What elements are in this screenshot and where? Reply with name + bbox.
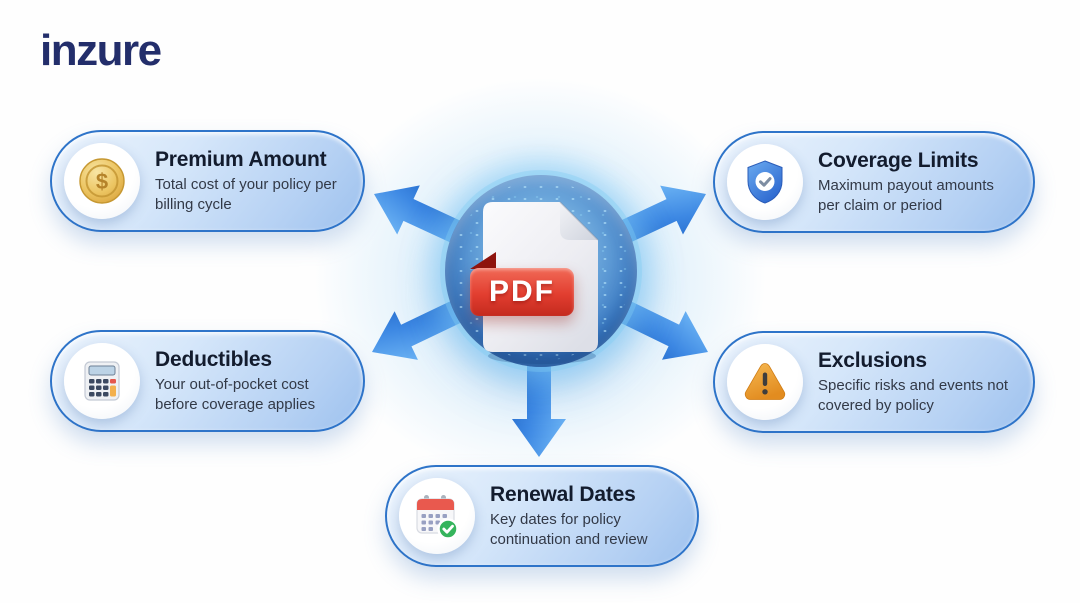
pdf-document-icon: PDF: [470, 196, 620, 366]
card-title: Exclusions: [818, 349, 927, 373]
card-exclusions: Exclusions Specific risks and events not…: [713, 331, 1035, 433]
card-text: Renewal Dates Key dates for policy conti…: [490, 483, 681, 548]
card-title: Renewal Dates: [490, 483, 636, 507]
icon-badge: $: [64, 143, 140, 219]
icon-badge: [64, 343, 140, 419]
card-text: Exclusions Specific risks and events not…: [818, 349, 1017, 414]
card-description: Specific risks and events not covered by…: [818, 377, 1009, 414]
card-title: Coverage Limits: [818, 149, 979, 173]
card-premium-amount: $ Premium Amount Total cost of your poli…: [50, 130, 365, 232]
icon-badge: [727, 344, 803, 420]
icon-badge: [727, 144, 803, 220]
brand-logo: inzure: [40, 26, 162, 75]
pdf-ribbon: PDF: [470, 268, 574, 316]
card-text: Coverage Limits Maximum payout amounts p…: [818, 149, 1017, 214]
card-text: Premium Amount Total cost of your policy…: [155, 148, 347, 213]
card-description: Total cost of your policy per billing cy…: [155, 176, 337, 213]
calculator-icon: [84, 361, 120, 401]
calendar-check-icon: [416, 495, 459, 540]
icon-badge: [399, 478, 475, 554]
dollar-coin-icon: $: [79, 158, 125, 204]
warning-triangle-icon: [744, 363, 786, 400]
card-description: Your out-of-pocket cost before coverage …: [155, 376, 316, 413]
card-title: Premium Amount: [155, 148, 327, 172]
card-description: Key dates for policy continuation and re…: [490, 511, 648, 548]
svg-text:$: $: [96, 169, 108, 194]
card-renewal-dates: Renewal Dates Key dates for policy conti…: [385, 465, 699, 567]
card-title: Deductibles: [155, 348, 272, 372]
card-text: Deductibles Your out-of-pocket cost befo…: [155, 348, 347, 413]
card-coverage-limits: Coverage Limits Maximum payout amounts p…: [713, 131, 1035, 233]
card-description: Maximum payout amounts per claim or peri…: [818, 177, 994, 214]
shield-check-icon: [747, 160, 783, 204]
pdf-label: PDF: [489, 275, 555, 308]
card-deductibles: Deductibles Your out-of-pocket cost befo…: [50, 330, 365, 432]
